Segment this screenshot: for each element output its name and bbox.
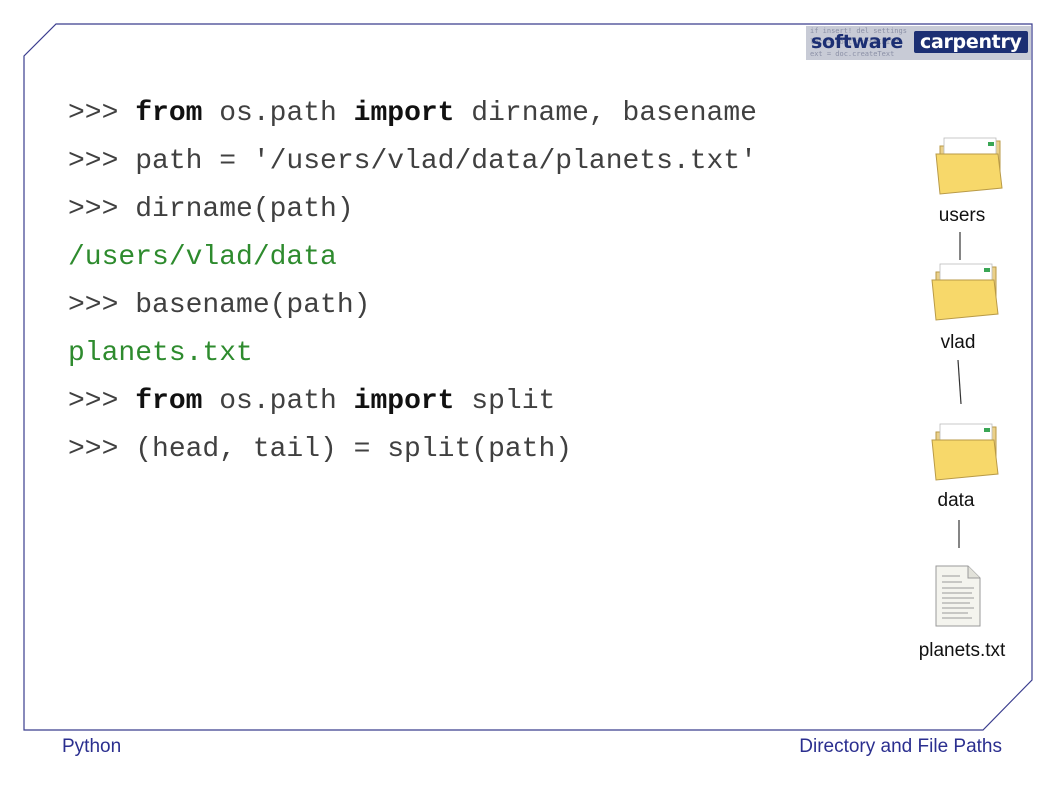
code-text: dirname, basename (454, 98, 757, 129)
logo-word-software: software (811, 31, 903, 53)
code-line: >>> from os.path import dirname, basenam… (68, 90, 757, 138)
code-keyword: import (353, 386, 455, 417)
code-text: os.path (202, 98, 354, 129)
code-output: /users/vlad/data (68, 242, 337, 273)
code-text: os.path (202, 386, 354, 417)
document-icon (935, 565, 981, 627)
tree-node-label-data: data (937, 490, 975, 511)
code-text: >>> dirname(path) (68, 194, 354, 225)
code-output: planets.txt (68, 338, 253, 369)
code-text: >>> (68, 386, 136, 417)
tree-node-label-users: users (938, 205, 986, 226)
code-line: >>> dirname(path) (68, 186, 757, 234)
folder-icon (935, 137, 1003, 195)
code-line: planets.txt (68, 330, 757, 378)
folder-icon (931, 423, 999, 481)
logo-word-carpentry: carpentry (914, 31, 1028, 53)
code-text: >>> path = '/users/vlad/data/planets.txt… (68, 146, 757, 177)
code-block: >>> from os.path import dirname, basenam… (68, 90, 757, 474)
logo-ghost-line: if insert! del settings (810, 27, 907, 35)
logo-ghost-line: ext = doc.createText (810, 50, 895, 58)
code-text: >>> (68, 98, 136, 129)
footer-lecture-title: Directory and File Paths (799, 736, 1002, 757)
code-keyword: from (135, 98, 203, 129)
code-text: >>> basename(path) (68, 290, 371, 321)
code-text: >>> (head, tail) = split(path) (68, 434, 573, 465)
connector-vlad-data (957, 359, 962, 405)
code-keyword: import (353, 98, 455, 129)
code-line: >>> (head, tail) = split(path) (68, 426, 757, 474)
code-line: >>> basename(path) (68, 282, 757, 330)
folder-icon (931, 263, 999, 321)
footer-course-title: Python (62, 736, 122, 757)
tree-node-label-planets: planets.txt (918, 640, 1006, 661)
tree-node-label-vlad: vlad (940, 332, 976, 353)
code-line: >>> from os.path import split (68, 378, 757, 426)
code-line: >>> path = '/users/vlad/data/planets.txt… (68, 138, 757, 186)
code-text: split (454, 386, 556, 417)
software-carpentry-logo: if insert! del settings loc = root.first… (806, 26, 1031, 60)
code-line: /users/vlad/data (68, 234, 757, 282)
code-keyword: from (135, 386, 203, 417)
logo-ghost-line: loc = root.firstChild (810, 38, 899, 46)
